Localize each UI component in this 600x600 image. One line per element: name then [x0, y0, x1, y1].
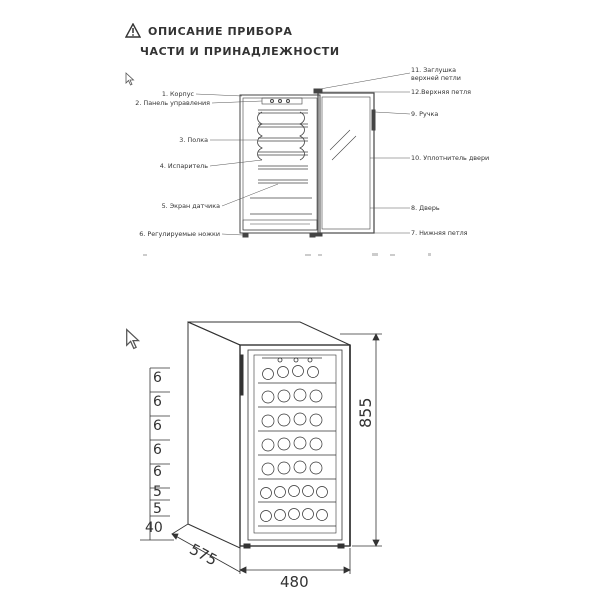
- shelf-capacity: 5: [153, 501, 162, 517]
- part-label-adjustable-feet: 6. Регулируемые ножки: [139, 230, 220, 238]
- shelf-capacity: 6: [153, 464, 162, 480]
- part-label-bottom-hinge: 7. Нижняя петля: [411, 229, 468, 237]
- dimension-height: 855: [356, 397, 375, 428]
- shelf-capacity: 6: [153, 442, 162, 458]
- shelf-capacity: 5: [153, 484, 162, 500]
- part-label-top-hinge-cap-line2: верхней петли: [411, 74, 461, 82]
- shelf-capacity: 6: [153, 394, 162, 410]
- page-subtitle: ЧАСТИ И ПРИНАДЛЕЖНОСТИ: [140, 45, 340, 58]
- part-label-top-hinge: 12.Верхняя петля: [411, 88, 471, 96]
- shelf-capacity: 6: [153, 418, 162, 434]
- shelf-capacity: 6: [153, 370, 162, 386]
- dimension-width: 480: [280, 573, 309, 591]
- part-label-shelf: 3. Полка: [179, 136, 208, 144]
- part-label-door-seal: 10. Уплотнитель двери: [411, 154, 490, 162]
- part-label-control-panel: 2. Панель управления: [135, 99, 210, 107]
- part-label-evaporator: 4. Испаритель: [159, 162, 208, 170]
- cursor-icon: [125, 72, 135, 86]
- part-label-body: 1. Корпус: [161, 90, 194, 98]
- warning-icon: [125, 23, 141, 38]
- cursor-icon: [126, 328, 141, 350]
- page-title: ОПИСАНИЕ ПРИБОРА: [148, 25, 293, 38]
- part-label-handle: 9. Ручка: [411, 110, 439, 118]
- part-label-door: 8. Дверь: [411, 204, 440, 212]
- part-label-top-hinge-cap: 11. Заглушка: [411, 66, 457, 74]
- part-label-sensor-screen: 5. Экран датчика: [161, 202, 220, 210]
- dimension-base: 40: [145, 520, 163, 536]
